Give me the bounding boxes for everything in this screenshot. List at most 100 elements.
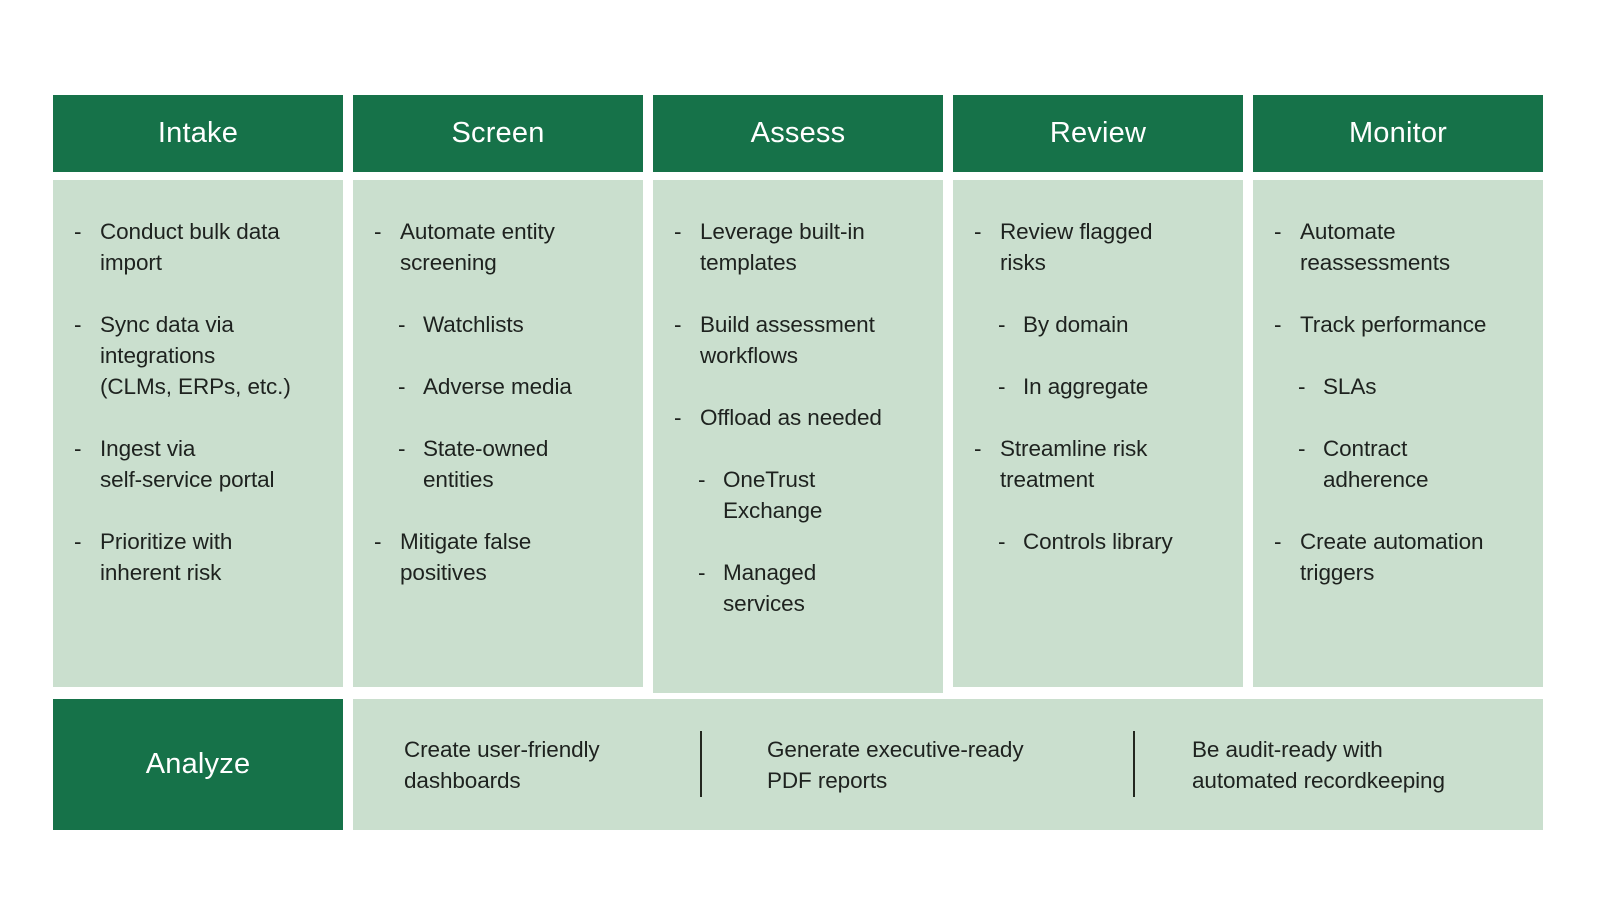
list-item: - Prioritize with inherent risk	[53, 526, 327, 588]
list-item-text: Conduct bulk data import	[100, 219, 280, 275]
list-item: - Adverse media	[353, 371, 627, 402]
list-item-text: Automate reassessments	[1300, 219, 1451, 275]
list-item: - Offload as needed	[653, 402, 927, 433]
list-item-text: Sync data via integrations (CLMs, ERPs, …	[100, 312, 291, 399]
analyze-row: Analyze Create user-friendly dashboards …	[53, 699, 1543, 830]
vertical-divider	[1133, 731, 1135, 797]
list-item-text: Leverage built-in templates	[700, 219, 865, 275]
list-item-text: OneTrust Exchange	[723, 467, 823, 523]
assess-list: - Leverage built-in templates - Build as…	[653, 216, 927, 619]
column-header-review: Review	[953, 95, 1243, 172]
analyze-cell-reports: Generate executive-ready PDF reports	[767, 736, 1024, 793]
list-item: - Review flagged risks	[953, 216, 1227, 278]
list-item: - In aggregate	[953, 371, 1227, 402]
column-screen: Screen - Automate entity screening - Wat…	[353, 95, 643, 693]
list-item-text: Offload as needed	[700, 405, 882, 430]
bullet-dash: -	[974, 436, 982, 461]
list-item: - Contract adherence	[1253, 433, 1527, 495]
bullet-dash: -	[398, 436, 406, 461]
list-item: - Mitigate false positives	[353, 526, 627, 588]
column-header-assess: Assess	[653, 95, 943, 172]
list-item: - Automate reassessments	[1253, 216, 1527, 278]
column-title-intake: Intake	[157, 117, 239, 149]
list-item: - Build assessment workflows	[653, 309, 927, 371]
bullet-dash: -	[674, 405, 682, 430]
column-title-monitor: Monitor	[1348, 117, 1448, 149]
columns-grid: Intake - Conduct bulk data import - Sync…	[53, 95, 1543, 693]
column-title-screen: Screen	[451, 117, 545, 149]
analyze-header: Analyze	[53, 699, 343, 830]
list-item: - Leverage built-in templates	[653, 216, 927, 278]
column-body-review: - Review flagged risks - By domain - In …	[953, 180, 1243, 687]
bullet-dash: -	[74, 219, 82, 244]
list-item: - Track performance	[1253, 309, 1527, 340]
list-item-text: Automate entity screening	[400, 219, 555, 275]
monitor-list: - Automate reassessments - Track perform…	[1253, 216, 1527, 588]
list-item-text: Build assessment workflows	[700, 312, 875, 368]
column-assess: Assess - Leverage built-in templates - B…	[653, 95, 943, 693]
list-item: - Streamline risk treatment	[953, 433, 1227, 495]
list-item: - SLAs	[1253, 371, 1527, 402]
list-item: - Conduct bulk data import	[53, 216, 327, 278]
bullet-dash: -	[74, 312, 82, 337]
analyze-cell-recordkeeping: Be audit-ready with automated recordkeep…	[1192, 736, 1445, 793]
list-item: - Watchlists	[353, 309, 627, 340]
bullet-dash: -	[74, 529, 82, 554]
screen-list: - Automate entity screening - Watchlists…	[353, 216, 627, 588]
bullet-dash: -	[1274, 219, 1282, 244]
bullet-dash: -	[374, 219, 382, 244]
column-monitor: Monitor - Automate reassessments - Track…	[1253, 95, 1543, 693]
bullet-dash: -	[1298, 436, 1306, 461]
bullet-dash: -	[1274, 529, 1282, 554]
list-item: - Controls library	[953, 526, 1227, 557]
list-item-text: Managed services	[723, 560, 817, 616]
bullet-dash: -	[398, 312, 406, 337]
list-item-text: Adverse media	[423, 374, 572, 399]
list-item-text: State-owned entities	[423, 436, 549, 492]
review-list: - Review flagged risks - By domain - In …	[953, 216, 1227, 557]
column-title-assess: Assess	[750, 117, 846, 149]
bullet-dash: -	[74, 436, 82, 461]
analyze-panel: Create user-friendly dashboards Generate…	[353, 699, 1543, 830]
bullet-dash: -	[1298, 374, 1306, 399]
column-review: Review - Review flagged risks - By domai…	[953, 95, 1243, 693]
bullet-dash: -	[698, 467, 706, 492]
column-body-assess: - Leverage built-in templates - Build as…	[653, 180, 943, 693]
list-item: - By domain	[953, 309, 1227, 340]
list-item-text: Track performance	[1300, 312, 1487, 337]
analyze-title: Analyze	[145, 748, 251, 780]
list-item-text: SLAs	[1323, 374, 1377, 399]
list-item-text: Mitigate false positives	[400, 529, 532, 585]
column-body-screen: - Automate entity screening - Watchlists…	[353, 180, 643, 687]
list-item: - Managed services	[653, 557, 927, 619]
list-item-text: Prioritize with inherent risk	[100, 529, 233, 585]
bullet-dash: -	[998, 374, 1006, 399]
analyze-cell-dashboards: Create user-friendly dashboards	[404, 736, 600, 793]
list-item-text: Watchlists	[423, 312, 524, 337]
bullet-dash: -	[998, 529, 1006, 554]
bullet-dash: -	[998, 312, 1006, 337]
column-header-intake: Intake	[53, 95, 343, 172]
list-item-text: Controls library	[1023, 529, 1173, 554]
list-item: - Ingest via self-service portal	[53, 433, 327, 495]
intake-list: - Conduct bulk data import - Sync data v…	[53, 216, 327, 588]
column-header-screen: Screen	[353, 95, 643, 172]
list-item-text: Create automation triggers	[1300, 529, 1484, 585]
column-header-monitor: Monitor	[1253, 95, 1543, 172]
bullet-dash: -	[1274, 312, 1282, 337]
column-intake: Intake - Conduct bulk data import - Sync…	[53, 95, 343, 693]
bullet-dash: -	[674, 219, 682, 244]
list-item-text: Streamline risk treatment	[1000, 436, 1148, 492]
list-item: - OneTrust Exchange	[653, 464, 927, 526]
list-item-text: In aggregate	[1023, 374, 1149, 399]
list-item-text: Ingest via self-service portal	[100, 436, 275, 492]
list-item: - Create automation triggers	[1253, 526, 1527, 588]
list-item: - Sync data via integrations (CLMs, ERPs…	[53, 309, 327, 402]
list-item: - State-owned entities	[353, 433, 627, 495]
column-body-monitor: - Automate reassessments - Track perform…	[1253, 180, 1543, 687]
vertical-divider	[700, 731, 702, 797]
list-item-text: Review flagged risks	[1000, 219, 1153, 275]
column-title-review: Review	[1049, 117, 1147, 149]
bullet-dash: -	[398, 374, 406, 399]
